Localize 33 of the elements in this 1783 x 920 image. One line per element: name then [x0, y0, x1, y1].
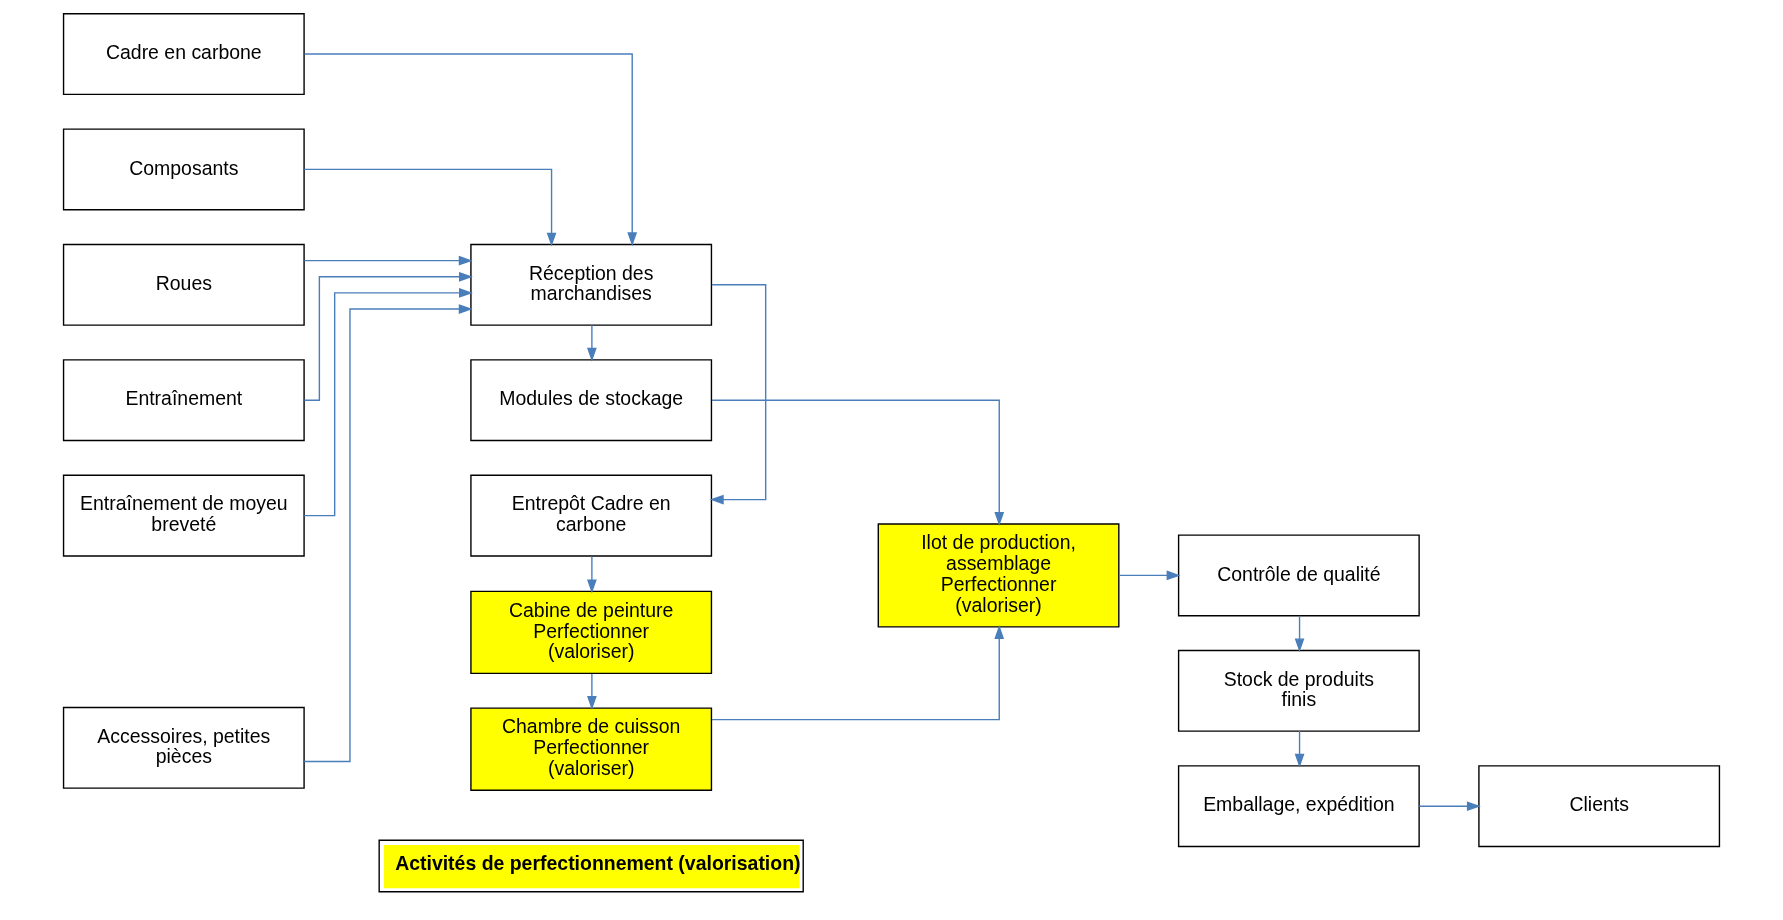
node-box: Cadre en carbone [62, 13, 305, 96]
node-box: Entraînement de moyeu breveté [62, 474, 305, 557]
node-box: Réception des marchandises [470, 243, 713, 326]
node-box: Chambre de cuisson Perfectionner (valoriser) [470, 707, 713, 791]
arrow [303, 255, 473, 266]
arrow [303, 168, 557, 247]
arrow [1294, 730, 1305, 768]
arrow [711, 624, 1005, 721]
node-box: Contrôle de qualité [1177, 534, 1420, 617]
node-box: Entraînement [62, 359, 305, 442]
arrow [587, 324, 597, 362]
arrow [587, 673, 597, 710]
arrow [303, 53, 638, 247]
arrow [303, 288, 473, 517]
node-box: Clients [1478, 765, 1721, 848]
node-box: Roues [62, 243, 305, 326]
arrow [1118, 570, 1181, 581]
arrow [1294, 615, 1305, 653]
node-box: Accessoires, petites pièces [62, 706, 305, 789]
node-box: Composants [62, 128, 305, 211]
arrow [303, 271, 473, 401]
node-box: Modules de stockage [470, 359, 713, 442]
node-box: Cabine de peinture Perfectionner (valoriser) [470, 590, 713, 675]
node-box: Stock de produits finis [1177, 649, 1420, 732]
node-box: Entrepôt Cadre en carbone [470, 474, 713, 557]
arrow [587, 555, 597, 594]
legend-label: Activités de perfectionnement (valorisation) [395, 852, 801, 875]
node-box: Ilot de production, assemblage Perfectionner (valoriser) [877, 523, 1120, 628]
arrow [1418, 801, 1481, 812]
arrow [303, 304, 473, 763]
node-box: Emballage, expédition [1177, 765, 1420, 848]
arrow [711, 399, 1005, 526]
arrow [709, 284, 767, 505]
